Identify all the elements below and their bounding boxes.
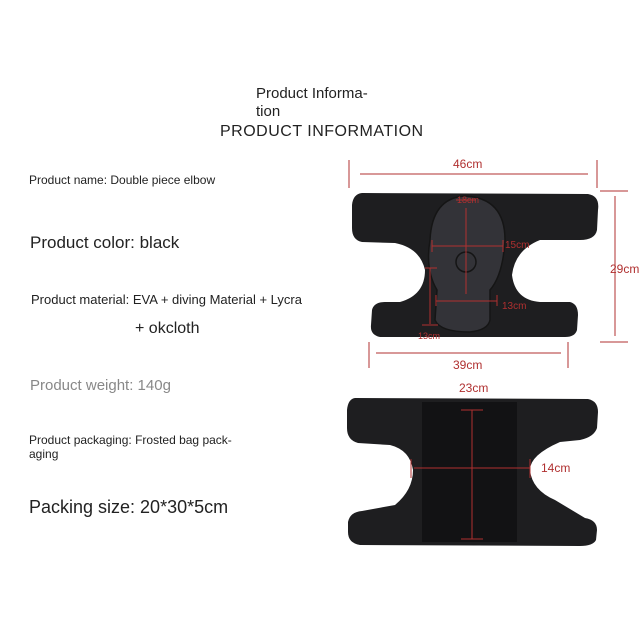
spec-product-name: Product name: Double piece elbow — [29, 173, 216, 187]
spec-packaging-line1: Product packaging: Frosted bag pack- — [29, 433, 232, 447]
front-knee-cap-icon — [427, 195, 506, 333]
page-title: PRODUCT INFORMATION — [220, 123, 424, 140]
back-height-label: 23cm — [459, 381, 488, 395]
spec-material-line1: Product material: EVA + diving Material … — [31, 292, 302, 307]
back-strap — [422, 402, 517, 542]
spec-material-line2: + okcloth — [135, 320, 200, 337]
spec-packaging-line2: aging — [29, 447, 59, 461]
front-pad-width-label: 15cm — [505, 240, 529, 251]
title-translated-line1: Product Informa- — [256, 85, 368, 102]
front-pad-lower-height-label: 13cm — [418, 331, 440, 341]
back-width-label: 14cm — [541, 461, 570, 475]
spec-product-weight: Product weight: 140g — [30, 377, 171, 394]
front-height-label: 29cm — [610, 262, 639, 276]
back-dimension-lines — [410, 409, 531, 540]
front-width-top-label: 46cm — [453, 157, 482, 171]
title-translated-line2: tion — [256, 103, 281, 120]
front-pad-top-label: 18cm — [457, 195, 479, 205]
spec-packing-size: Packing size: 20*30*5cm — [29, 497, 229, 517]
spec-product-color: Product color: black — [30, 233, 180, 252]
front-width-bottom-label: 39cm — [453, 358, 482, 372]
front-dimension-lines — [348, 160, 628, 368]
front-pad-lower-width-label: 13cm — [502, 301, 526, 312]
